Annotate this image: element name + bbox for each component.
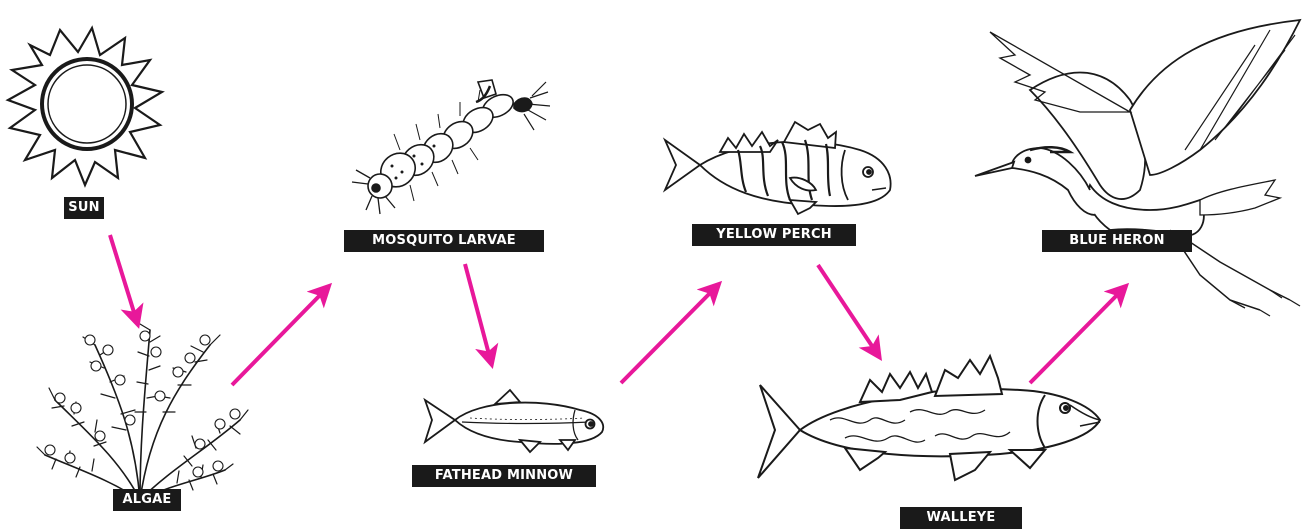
sun-icon <box>8 28 162 185</box>
blue-heron-icon <box>975 20 1300 316</box>
blue-heron-label: BLUE HERON <box>1042 230 1192 252</box>
yellow-perch-icon <box>665 122 891 214</box>
mosquito-larvae-label: MOSQUITO LARVAE <box>344 230 544 252</box>
arrow-walleye-to-blue-heron <box>1030 288 1124 383</box>
algae-label: ALGAE <box>113 489 181 511</box>
arrow-sun-to-algae <box>110 235 137 322</box>
mosquito-larvae-icon <box>352 80 550 214</box>
arrow-algae-to-mosquito-larvae <box>232 288 327 385</box>
walleye-label: WALLEYE <box>900 507 1022 529</box>
arrow-fathead-minnow-to-yellow-perch <box>621 286 717 383</box>
yellow-perch-label: YELLOW PERCH <box>692 224 856 246</box>
fathead-minnow-label: FATHEAD MINNOW <box>412 465 596 487</box>
sun-label: SUN <box>64 197 104 219</box>
algae-icon <box>37 324 248 500</box>
arrow-yellow-perch-to-walleye <box>818 265 878 355</box>
fathead-minnow-icon <box>425 390 603 452</box>
arrow-mosquito-larvae-to-fathead-minnow <box>465 264 491 362</box>
walleye-icon <box>758 356 1100 480</box>
